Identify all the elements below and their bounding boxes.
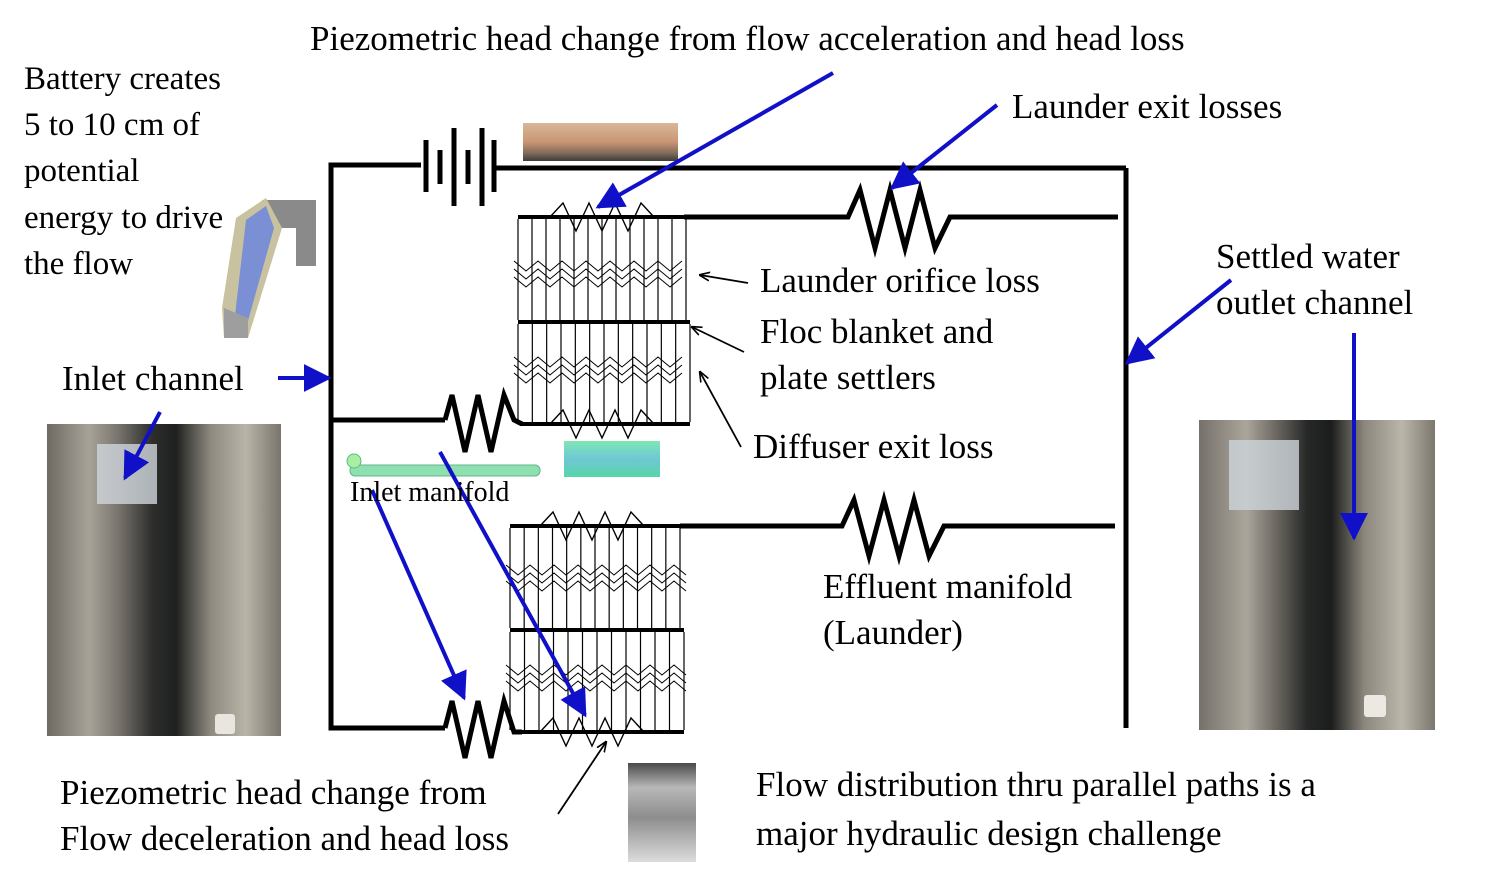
inlet-resistor-upper [442, 386, 524, 453]
inlet-channel-label: Inlet channel [62, 359, 244, 398]
settler-zigzag-line [513, 364, 683, 376]
outlet-channel-photo [1199, 420, 1435, 730]
floc-blanket-label: Floc blanket and plate settlers [760, 312, 994, 398]
settler-zigzag-line [513, 276, 683, 288]
inlet-resistor-lower [442, 691, 522, 759]
settled-water-label: Settled water outlet channel [1216, 237, 1414, 322]
diffuser-photo [564, 441, 660, 477]
inlet-manifold-label: Inlet manifold [350, 477, 510, 508]
launder-exit-resistor-upper [684, 180, 1118, 258]
inlet-manifold-pipe [346, 453, 541, 477]
bottom-left-label: Piezometric head change from Flow decele… [60, 773, 510, 858]
black-leader-arrows [557, 275, 749, 815]
settler-zigzag-line [505, 580, 687, 592]
launder-orifice-label: Launder orifice loss [760, 261, 1040, 300]
launder-exit-label: Launder exit losses [1012, 87, 1283, 126]
circuit-wires [328, 162, 1129, 731]
settler-zigzag-line [505, 680, 687, 692]
channel-cad-image [222, 198, 317, 340]
settler-stack-lower [505, 510, 687, 748]
diffuser-exit-label: Diffuser exit loss [753, 427, 994, 466]
plate-settler-photo [628, 763, 696, 862]
battery-label: Battery creates 5 to 10 cm of potential … [24, 61, 224, 282]
launder-photo [523, 123, 678, 161]
blue-annotation-arrows [123, 71, 1368, 718]
settler-zigzag-line [505, 572, 687, 584]
settler-zigzag-line [513, 372, 683, 384]
launder-exit-resistor-lower [680, 490, 1115, 566]
settler-zigzag-line [513, 260, 683, 272]
settler-zigzag-line [505, 664, 687, 676]
battery-symbol [423, 128, 497, 206]
settler-zigzag-line [513, 268, 683, 280]
settler-stack-upper [513, 201, 691, 440]
settler-zigzag-line [505, 672, 687, 684]
settler-zigzag-line [505, 564, 687, 576]
top-title-label: Piezometric head change from flow accele… [310, 19, 1185, 58]
settler-zigzag-line [513, 356, 683, 368]
bottom-right-label: Flow distribution thru parallel paths is… [756, 765, 1316, 853]
effluent-manifold-label: Effluent manifold (Launder) [823, 567, 1073, 653]
